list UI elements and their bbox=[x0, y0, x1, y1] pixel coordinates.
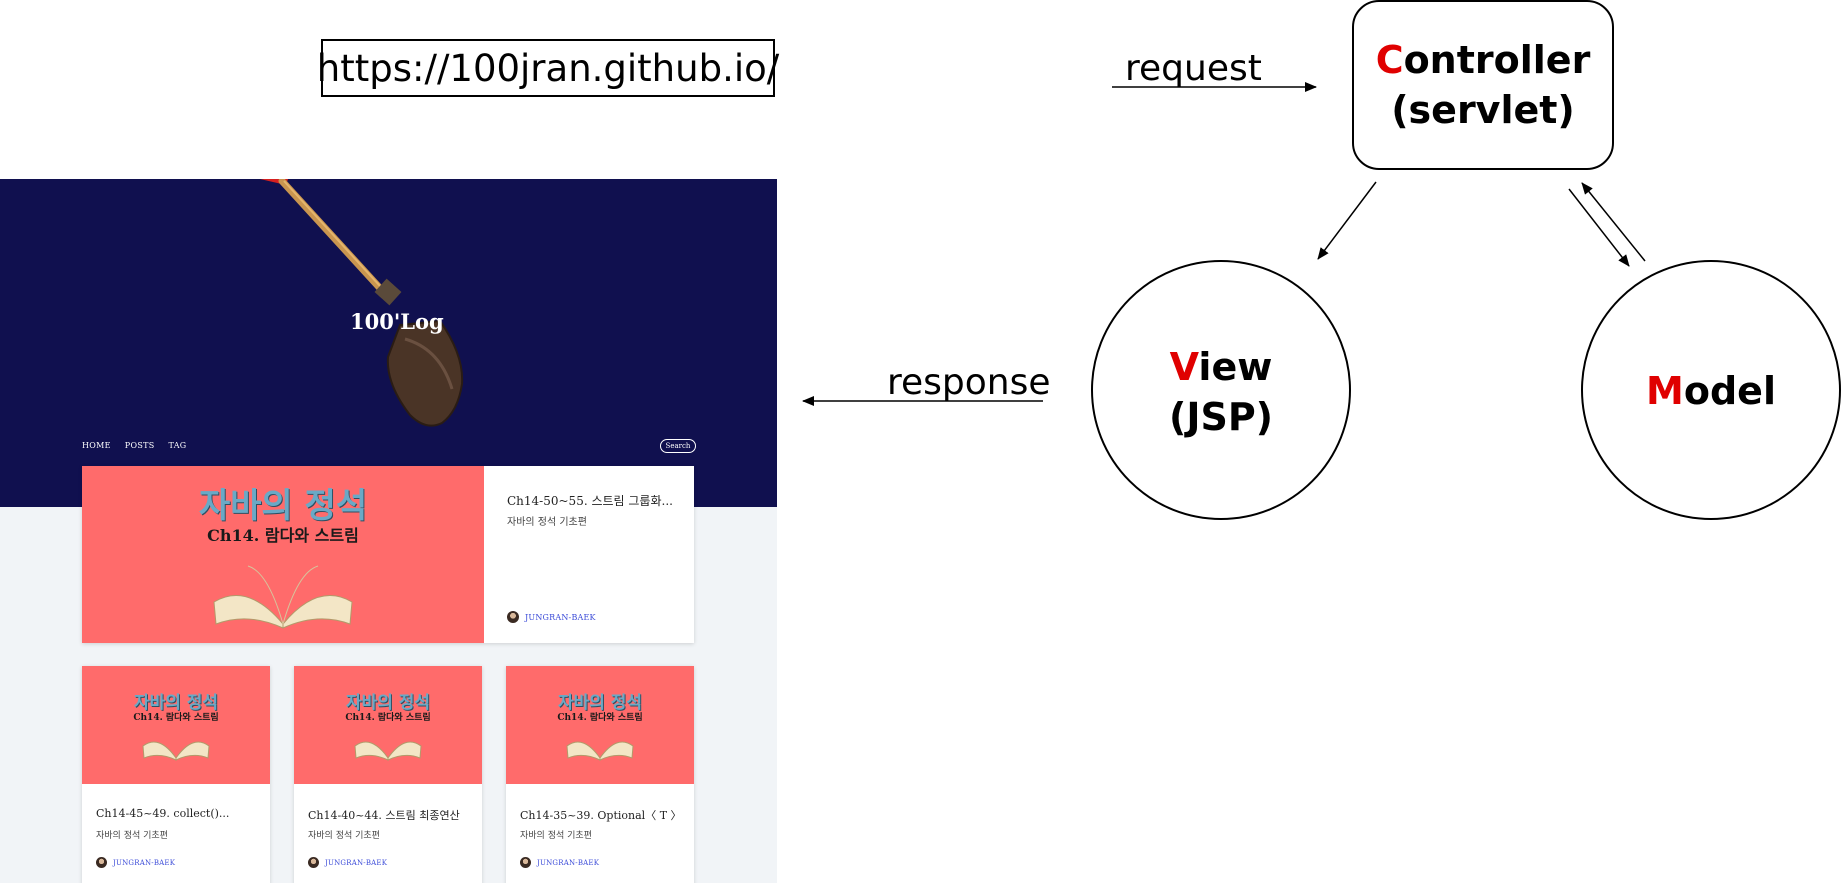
post-card[interactable]: 자바의 정석 Ch14. 람다와 스트림 Ch14-35~39. Optiona… bbox=[506, 666, 694, 883]
author-name: JUNGRAN-BAEK bbox=[537, 858, 600, 867]
nav-posts[interactable]: POSTS bbox=[124, 441, 155, 450]
thumbnail-title: 자바의 정석 bbox=[557, 693, 643, 713]
view-label: View (JSP) bbox=[1092, 342, 1350, 442]
controller-tech: (servlet) bbox=[1391, 88, 1575, 132]
post-title[interactable]: Ch14-35~39. Optional〈 T 〉 bbox=[520, 809, 682, 822]
post-card[interactable]: 자바의 정석 Ch14. 람다와 스트림 Ch14-40~44. 스트림 최종연… bbox=[294, 666, 482, 883]
model-name: odel bbox=[1683, 369, 1776, 413]
book-icon bbox=[566, 741, 634, 761]
controller-label: Controller (servlet) bbox=[1353, 35, 1613, 135]
view-initial: V bbox=[1169, 345, 1199, 389]
post-thumbnail: 자바의 정석 Ch14. 람다와 스트림 bbox=[294, 666, 482, 784]
featured-post-category: 자바의 정석 기초편 bbox=[507, 517, 587, 528]
book-icon bbox=[142, 741, 210, 761]
url-label: https://100jran.github.io/ bbox=[317, 39, 779, 97]
author-name: JUNGRAN-BAEK bbox=[325, 858, 388, 867]
response-label: response bbox=[887, 362, 1051, 403]
model-initial: M bbox=[1646, 369, 1684, 413]
blog-title[interactable]: 100'Log bbox=[350, 309, 444, 334]
request-label: request bbox=[1125, 48, 1262, 89]
search-button[interactable]: Search bbox=[660, 439, 696, 453]
model-node bbox=[1581, 260, 1841, 520]
blog-hero-banner: 100'Log HOME POSTS TAG Search bbox=[0, 179, 777, 507]
nav-tag[interactable]: TAG bbox=[168, 441, 187, 450]
thumbnail-subtitle: Ch14. 람다와 스트림 bbox=[557, 713, 643, 723]
post-thumbnail: 자바의 정석 Ch14. 람다와 스트림 bbox=[506, 666, 694, 784]
thumbnail-subtitle: Ch14. 람다와 스트림 bbox=[345, 713, 431, 723]
avatar bbox=[308, 857, 319, 868]
view-name: iew bbox=[1198, 345, 1273, 389]
shovel-icon bbox=[260, 179, 464, 427]
thumbnail-title: 자바의 정석 bbox=[345, 693, 431, 713]
featured-post-title[interactable]: Ch14-50~55. 스트림 그룹화... bbox=[507, 494, 673, 508]
thumbnail-subtitle: Ch14. 람다와 스트림 bbox=[133, 713, 219, 723]
thumbnail-subtitle: Ch14. 람다와 스트림 bbox=[207, 526, 359, 545]
avatar bbox=[507, 611, 519, 623]
view-node bbox=[1091, 260, 1351, 520]
controller-to-view-arrow bbox=[1317, 181, 1377, 260]
view-tech: (JSP) bbox=[1168, 395, 1274, 439]
post-title[interactable]: Ch14-40~44. 스트림 최종연산 bbox=[308, 809, 460, 822]
post-category: 자바의 정석 기초편 bbox=[308, 831, 380, 841]
featured-post-author[interactable]: JUNGRAN-BAEK bbox=[507, 611, 596, 623]
post-title[interactable]: Ch14-45~49. collect()... bbox=[96, 807, 230, 820]
featured-post-card[interactable]: 자바의 정석 Ch14. 람다와 스트림 Ch14-50~55. 스트림 그룹화… bbox=[82, 466, 694, 643]
book-icon bbox=[213, 565, 353, 629]
blog-screenshot: 100'Log HOME POSTS TAG Search 자바의 정석 Ch1… bbox=[0, 179, 777, 883]
avatar bbox=[520, 857, 531, 868]
author-name: JUNGRAN-BAEK bbox=[113, 858, 176, 867]
controller-to-model-arrow bbox=[1568, 188, 1630, 267]
author-name: JUNGRAN-BAEK bbox=[525, 612, 596, 622]
featured-post-thumbnail: 자바의 정석 Ch14. 람다와 스트림 bbox=[82, 466, 484, 643]
blog-nav: HOME POSTS TAG bbox=[82, 441, 187, 450]
post-category: 자바의 정석 기초편 bbox=[520, 831, 592, 841]
thumbnail-title: 자바의 정석 bbox=[133, 693, 219, 713]
post-card[interactable]: 자바의 정석 Ch14. 람다와 스트림 Ch14-45~49. collect… bbox=[82, 666, 270, 883]
book-icon bbox=[354, 741, 422, 761]
controller-node bbox=[1352, 0, 1614, 170]
avatar bbox=[96, 857, 107, 868]
model-to-controller-arrow bbox=[1581, 182, 1646, 262]
controller-initial: C bbox=[1375, 38, 1404, 82]
post-category: 자바의 정석 기초편 bbox=[96, 831, 168, 841]
post-thumbnail: 자바의 정석 Ch14. 람다와 스트림 bbox=[82, 666, 270, 784]
controller-name: ontroller bbox=[1403, 38, 1591, 82]
model-label: Model bbox=[1582, 366, 1840, 416]
nav-home[interactable]: HOME bbox=[82, 441, 111, 450]
post-author[interactable]: JUNGRAN-BAEK bbox=[96, 857, 175, 868]
post-author[interactable]: JUNGRAN-BAEK bbox=[520, 857, 599, 868]
thumbnail-title: 자바의 정석 bbox=[198, 486, 368, 526]
post-author[interactable]: JUNGRAN-BAEK bbox=[308, 857, 387, 868]
